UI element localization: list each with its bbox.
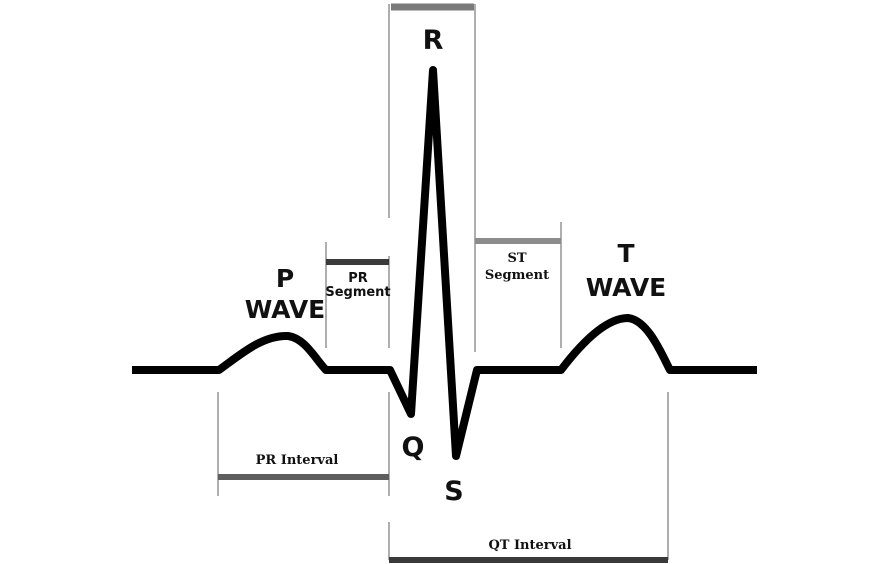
s-wave-label: S [444, 476, 463, 507]
t-wave-label-line1: T [617, 239, 634, 268]
st-segment-label-line1: ST [507, 251, 526, 266]
q-wave-label: Q [402, 432, 425, 463]
t-wave-label-line2: WAVE [586, 273, 667, 302]
qt-interval-label: QT Interval [488, 538, 571, 553]
pr-segment-label-line1: PR [348, 271, 368, 286]
pr-interval-label: PR Interval [256, 453, 339, 468]
p-wave-label-line1: P [276, 264, 294, 293]
r-wave-label: R [423, 25, 444, 56]
ecg-trace [132, 66, 757, 460]
pr-segment-label-line2: Segment [325, 285, 390, 300]
st-segment-label-line2: Segment [485, 268, 549, 283]
p-wave-label-line2: WAVE [245, 295, 326, 324]
guide-lines [217, 4, 669, 560]
